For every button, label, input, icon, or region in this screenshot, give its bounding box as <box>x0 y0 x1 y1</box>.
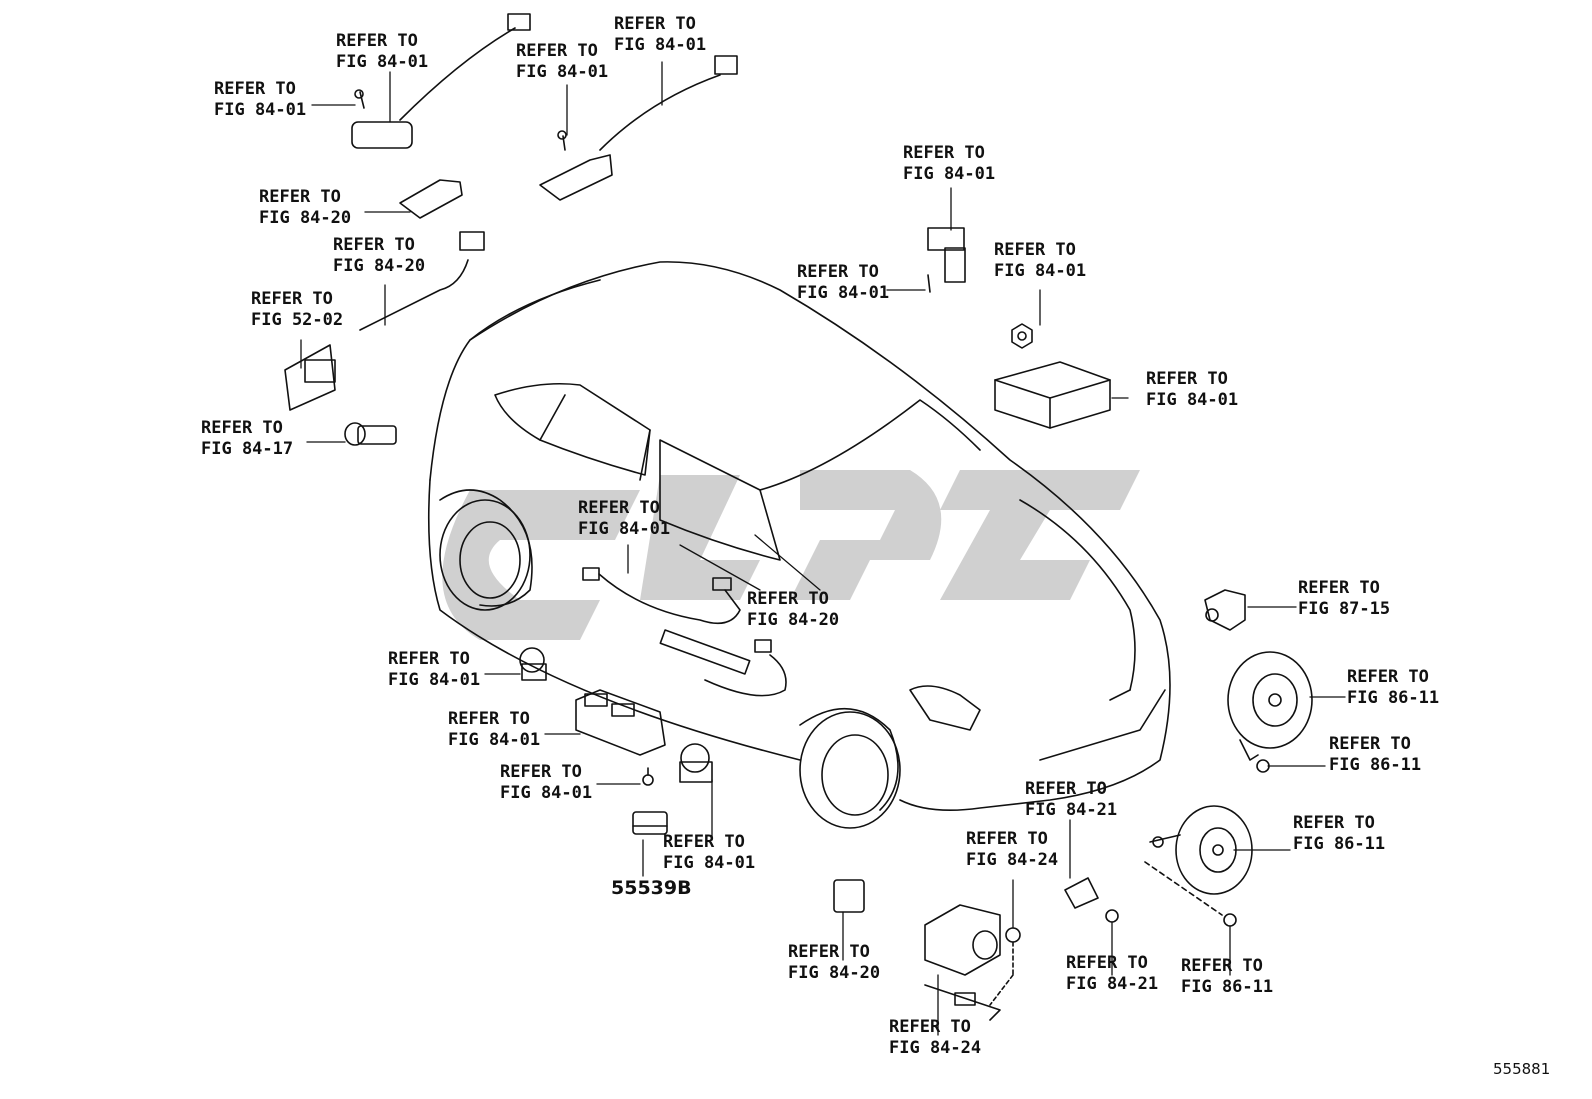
power-window-switch <box>575 689 666 756</box>
callout-label[interactable]: REFER TO FIG 84-24 <box>889 1017 982 1058</box>
callout-label[interactable]: REFER TO FIG 84-01 <box>797 262 890 303</box>
callout-label[interactable]: REFER TO FIG 84-01 <box>614 14 707 55</box>
impact-sensor <box>1064 877 1099 909</box>
callout-label[interactable]: REFER TO FIG 52-02 <box>251 289 344 330</box>
vehicle-outline <box>427 261 1171 829</box>
bolt-buzzer <box>989 927 1021 1006</box>
switch-small <box>519 647 547 681</box>
sensor-small <box>399 179 463 219</box>
callout-label[interactable]: REFER TO FIG 84-20 <box>747 589 840 630</box>
wire-sensor <box>359 231 485 331</box>
control-module <box>994 361 1111 429</box>
horn-bolt-2 <box>1223 913 1237 927</box>
watermark-logo <box>442 470 1140 640</box>
horn-bolt-1 <box>1256 759 1270 773</box>
callout-label[interactable]: REFER TO FIG 87-15 <box>1298 578 1391 619</box>
callout-label[interactable]: REFER TO FIG 84-01 <box>336 31 429 72</box>
callout-label[interactable]: REFER TO FIG 84-20 <box>333 235 426 276</box>
part-number-label[interactable]: 55539B <box>611 877 692 899</box>
callout-label[interactable]: REFER TO FIG 84-01 <box>903 143 996 184</box>
callout-label[interactable]: REFER TO FIG 84-21 <box>1025 779 1118 820</box>
callout-label[interactable]: REFER TO FIG 84-01 <box>994 240 1087 281</box>
sensor-upper-right <box>927 227 966 293</box>
buzzer-assembly <box>924 904 1001 1021</box>
door-wire-harness <box>582 567 787 697</box>
sensor-right <box>1204 589 1246 631</box>
part-55539b <box>632 811 668 835</box>
connector-left <box>344 422 397 446</box>
callout-label[interactable]: REFER TO FIG 84-01 <box>388 649 481 690</box>
callout-label[interactable]: REFER TO FIG 84-17 <box>201 418 294 459</box>
bolt-small <box>642 767 654 786</box>
callout-label[interactable]: REFER TO FIG 86-11 <box>1293 813 1386 854</box>
callout-label[interactable]: REFER TO FIG 84-01 <box>578 498 671 539</box>
leader-lines <box>300 61 1346 1036</box>
callout-label[interactable]: REFER TO FIG 84-21 <box>1066 953 1159 994</box>
callout-label[interactable]: REFER TO FIG 86-11 <box>1181 956 1274 997</box>
callout-label[interactable]: REFER TO FIG 86-11 <box>1347 667 1440 708</box>
callout-label[interactable]: REFER TO FIG 86-11 <box>1329 734 1422 775</box>
callout-label[interactable]: REFER TO FIG 84-24 <box>966 829 1059 870</box>
callout-label[interactable]: REFER TO FIG 84-01 <box>663 832 756 873</box>
switch-bracket <box>284 344 336 411</box>
sensor-top-center <box>539 55 738 201</box>
mirror-switch <box>679 743 713 783</box>
horn-high <box>1227 651 1313 761</box>
callout-label[interactable]: REFER TO FIG 84-01 <box>448 709 541 750</box>
sensor-top-left <box>351 13 531 149</box>
horn-low <box>1144 805 1253 916</box>
callout-label[interactable]: REFER TO FIG 84-01 <box>214 79 307 120</box>
nut <box>1011 323 1033 349</box>
callout-label[interactable]: REFER TO FIG 84-01 <box>500 762 593 803</box>
callout-label[interactable]: REFER TO FIG 84-01 <box>516 41 609 82</box>
relay <box>833 879 865 913</box>
callout-label[interactable]: REFER TO FIG 84-01 <box>1146 369 1239 410</box>
callout-label[interactable]: REFER TO FIG 84-20 <box>259 187 352 228</box>
callout-label[interactable]: REFER TO FIG 84-20 <box>788 942 881 983</box>
figure-id: 555881 <box>1493 1060 1551 1078</box>
bolt-sensor <box>1105 909 1119 923</box>
